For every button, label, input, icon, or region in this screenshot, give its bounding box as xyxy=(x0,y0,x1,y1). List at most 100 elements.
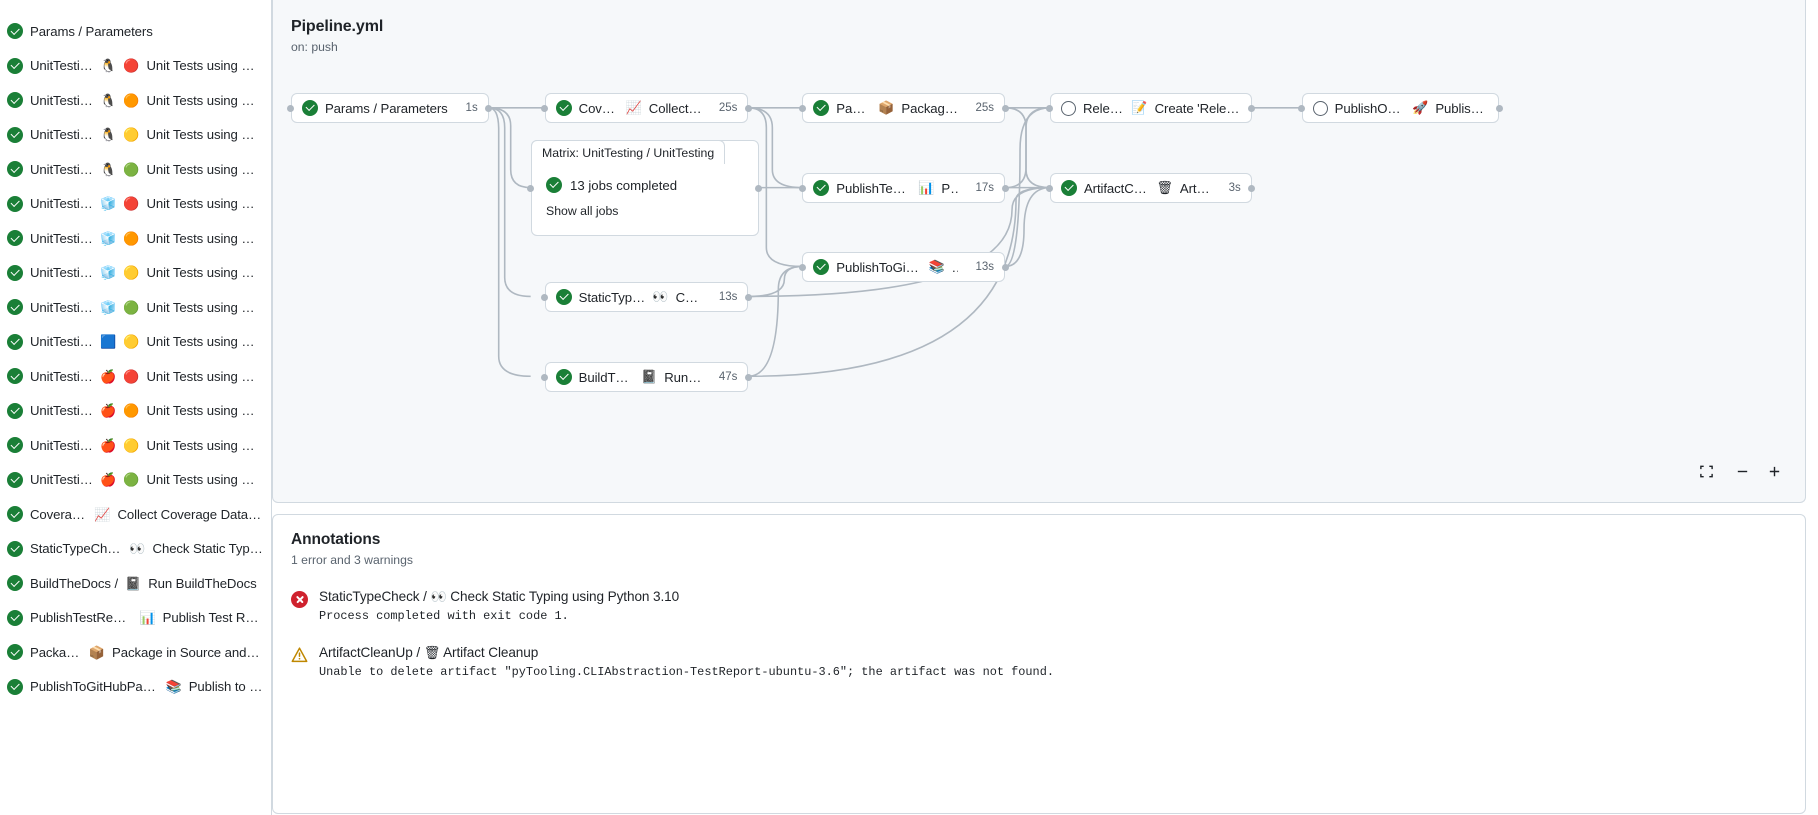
job-emoji-icon: 🟢 xyxy=(123,161,140,177)
graph-node-label: Package / xyxy=(836,100,872,116)
sidebar-job-item[interactable]: PublishToGitHubPages / 📚Publish to G... xyxy=(0,670,271,705)
job-emoji-icon: 🐧 xyxy=(100,92,117,108)
sidebar-job-item[interactable]: Package / 📦Package in Source and Wh... xyxy=(0,635,271,670)
success-check-icon xyxy=(7,575,23,592)
graph-node-emoji-icon: 📊 xyxy=(918,180,935,195)
graph-node-port-out xyxy=(744,373,752,381)
job-emoji-icon: 🟢 xyxy=(123,299,140,315)
sidebar-job-item[interactable]: UnitTesting / 🐧🔴Unit Tests using Pyth... xyxy=(0,49,271,84)
graph-node-duration: 3s xyxy=(1228,182,1241,194)
graph-node-port-in xyxy=(1298,104,1306,112)
sidebar-job-item[interactable]: UnitTesting / 🧊🟠Unit Tests using Pyth... xyxy=(0,221,271,256)
graph-node[interactable]: Package / 📦Package in So...25s xyxy=(802,93,1006,123)
sidebar-job-step-label: Check Static Typing... xyxy=(152,541,263,557)
success-check-icon xyxy=(7,402,23,419)
annotations-title: Annotations xyxy=(291,531,381,548)
job-emoji-icon: 🟦 xyxy=(100,334,117,350)
sidebar-job-item[interactable]: UnitTesting / 🟦🟡Unit Tests using Pyth... xyxy=(0,325,271,360)
sidebar-job-label: Params / Parameters xyxy=(30,23,153,39)
sidebar-job-item[interactable]: UnitTesting / 🍎🟢Unit Tests using Pyth... xyxy=(0,463,271,498)
graph-edges xyxy=(488,106,1302,378)
sidebar-job-step-label: Collect Coverage Data usi... xyxy=(117,506,263,522)
annotation-emoji-icon: 🗑 xyxy=(423,645,441,660)
graph-node-port-in xyxy=(541,104,549,112)
job-emoji-icon: 🔴 xyxy=(123,58,140,74)
sidebar-job-item[interactable]: UnitTesting / 🍎🔴Unit Tests using Pyth... xyxy=(0,359,271,394)
sidebar-job-label: StaticTypeCheck / xyxy=(30,541,123,557)
job-emoji-icon: 🟠 xyxy=(123,403,140,419)
graph-node-duration: 25s xyxy=(975,102,995,114)
sidebar-job-item[interactable]: UnitTesting / 🍎🟡Unit Tests using Pyth... xyxy=(0,428,271,463)
success-check-icon xyxy=(7,264,23,281)
graph-node-emoji-icon: 📓 xyxy=(641,369,658,384)
success-check-icon xyxy=(7,368,23,385)
success-check-icon xyxy=(7,471,23,488)
matrix-summary-label: 13 jobs completed xyxy=(570,177,678,193)
graph-node-port-in xyxy=(287,104,295,112)
zoom-in-button[interactable] xyxy=(1761,458,1787,484)
graph-node[interactable]: PublishTestResults / 📊Pu...17s xyxy=(802,173,1006,203)
main-content: Pipeline.yml on: push xyxy=(272,0,1818,815)
sidebar-job-item[interactable]: PublishTestResults / 📊Publish Test Resu.… xyxy=(0,601,271,636)
sidebar-job-step-label: Unit Tests using Pyth... xyxy=(146,472,264,488)
graph-node-label: StaticTypeCheck / xyxy=(578,289,646,305)
sidebar-job-item[interactable]: UnitTesting / 🐧🟢Unit Tests using Pyth... xyxy=(0,152,271,187)
success-check-icon xyxy=(7,299,23,316)
sidebar-job-item[interactable]: BuildTheDocs / 📓Run BuildTheDocs xyxy=(0,566,271,601)
neutral-circle-icon xyxy=(1060,100,1076,116)
graph-node-port-in xyxy=(541,373,549,381)
success-check-icon xyxy=(7,437,23,454)
sidebar-job-step-label: Package in Source and Wh... xyxy=(112,644,263,660)
fit-screen-icon[interactable] xyxy=(1693,458,1719,484)
success-check-icon xyxy=(7,609,23,626)
sidebar-job-label: BuildTheDocs / xyxy=(30,575,119,591)
sidebar-job-label: PublishTestResults / xyxy=(30,610,133,626)
sidebar-job-item[interactable]: UnitTesting / 🍎🟠Unit Tests using Pyth... xyxy=(0,394,271,429)
job-emoji-icon: 🍎 xyxy=(100,437,117,453)
graph-node-step-label: Pu... xyxy=(941,180,958,196)
graph-node[interactable]: PublishToGitHubPages / 📚...13s xyxy=(802,252,1006,282)
sidebar-job-item[interactable]: StaticTypeCheck / 👀Check Static Typing..… xyxy=(0,532,271,567)
graph-node-port-out xyxy=(1001,104,1009,112)
graph-node-step-label: Collect Cove... xyxy=(648,100,702,116)
job-emoji-icon: 🟡 xyxy=(123,265,140,281)
job-emoji-icon: 🐧 xyxy=(100,58,117,74)
graph-node[interactable]: Release / 📝Create 'Release P... xyxy=(1049,93,1252,123)
sidebar-job-item[interactable]: UnitTesting / 🐧🟠Unit Tests using Pyth... xyxy=(0,83,271,118)
graph-node[interactable]: ArtifactCleanUp / 🗑Artifac...3s xyxy=(1049,173,1252,203)
success-check-icon xyxy=(813,180,830,196)
graph-node[interactable]: PublishOnPyPI / 🚀Publish to ... xyxy=(1301,93,1500,123)
graph-node[interactable]: StaticTypeCheck / 👀Chec...13s xyxy=(544,282,749,312)
sidebar-job-item[interactable]: UnitTesting / 🧊🟡Unit Tests using Pyth... xyxy=(0,256,271,291)
job-emoji-icon: 🟡 xyxy=(123,127,140,143)
annotation-row[interactable]: StaticTypeCheck / 👀 Check Static Typing … xyxy=(291,589,1787,623)
job-emoji-icon: 📈 xyxy=(94,506,111,522)
success-check-icon xyxy=(1060,180,1077,196)
sidebar-job-step-label: Unit Tests using Pyth... xyxy=(146,403,264,419)
graph-node-port-in xyxy=(541,293,549,301)
show-all-jobs-link[interactable]: Show all jobs xyxy=(546,204,619,218)
graph-node-port-in xyxy=(798,263,806,271)
job-emoji-icon: 📓 xyxy=(125,575,142,591)
sidebar-job-item[interactable]: Params / Parameters xyxy=(0,14,271,49)
graph-node-port-in xyxy=(1046,104,1054,112)
sidebar-job-step-label: Unit Tests using Pyth... xyxy=(146,92,264,108)
job-emoji-icon: 🟠 xyxy=(123,230,140,246)
matrix-group[interactable]: Matrix: UnitTesting / UnitTesting 13 job… xyxy=(531,140,759,236)
success-check-icon xyxy=(813,100,830,116)
graph-node[interactable]: Coverage / 📈Collect Cove...25s xyxy=(544,93,749,123)
sidebar-job-item[interactable]: UnitTesting / 🧊🟢Unit Tests using Pyth... xyxy=(0,290,271,325)
sidebar-job-item[interactable]: UnitTesting / 🧊🔴Unit Tests using Pyth... xyxy=(0,187,271,222)
zoom-out-button[interactable] xyxy=(1729,458,1755,484)
graph-node-label: Release / xyxy=(1082,100,1124,116)
sidebar-job-step-label: Unit Tests using Pyth... xyxy=(146,58,264,74)
graph-node[interactable]: BuildTheDocs / 📓Run Buil...47s xyxy=(544,362,749,392)
annotation-step-title: StaticTypeCheck / 👀 Check Static Typing … xyxy=(319,589,680,604)
sidebar-job-item[interactable]: UnitTesting / 🐧🟡Unit Tests using Pyth... xyxy=(0,118,271,153)
sidebar-job-item[interactable]: Coverage / 📈Collect Coverage Data usi... xyxy=(0,497,271,532)
graph-node-port-in xyxy=(798,184,806,192)
